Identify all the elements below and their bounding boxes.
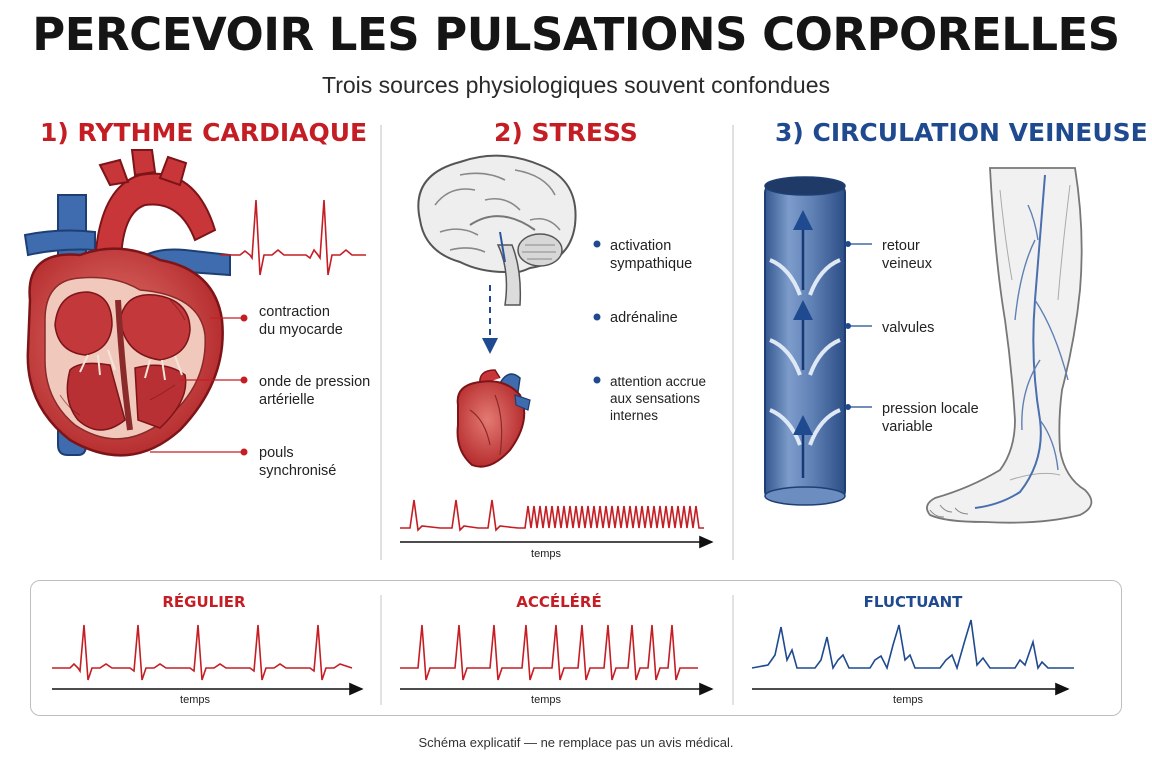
- leader-dot: [240, 314, 248, 322]
- band-axis-label: temps: [180, 694, 210, 706]
- page-subtitle: Trois sources physiologiques souvent con…: [322, 72, 830, 98]
- section-heading-venous: 3) CIRCULATION VEINEUSE: [775, 118, 1148, 147]
- leg-icon: [926, 167, 1093, 524]
- leader-dot: [845, 404, 851, 410]
- band-label-fluctuant: FLUCTUANT: [863, 593, 963, 611]
- fluctuant-trace: [751, 619, 1074, 671]
- accelerated-trace: [400, 624, 698, 681]
- heart-anatomy-icon: [23, 149, 231, 457]
- small-heart-icon: [456, 369, 531, 468]
- ecg-trace-heart: [220, 199, 366, 276]
- page-title: PERCEVOIR LES PULSATIONS CORPORELLES: [32, 8, 1120, 61]
- brain-icon: [417, 154, 577, 306]
- label-adrenaline: adrénaline: [610, 310, 678, 326]
- band-label-regular: RÉGULIER: [162, 593, 246, 611]
- bullet-dot: [593, 313, 601, 321]
- section-heading-stress: 2) STRESS: [494, 118, 638, 147]
- label-valves: valvules: [882, 320, 935, 336]
- axis-label-time: temps: [531, 548, 561, 560]
- band-axis-label: temps: [893, 694, 923, 706]
- comparison-band: [30, 580, 1122, 716]
- leader-dot: [845, 323, 851, 329]
- disclaimer: Schéma explicatif — ne remplace pas un a…: [418, 735, 734, 750]
- leader-dot: [240, 376, 248, 384]
- leader-dot: [845, 241, 851, 247]
- stress-trace: [400, 499, 704, 532]
- regular-trace: [52, 624, 353, 681]
- band-label-accelerated: ACCÉLÉRÉ: [516, 593, 602, 611]
- section-heading-heart-rate: 1) RYTHME CARDIAQUE: [40, 118, 368, 147]
- band-axis-label: temps: [531, 694, 561, 706]
- vein-icon: [764, 176, 846, 506]
- bullet-dot: [593, 240, 601, 248]
- leader-dot: [240, 448, 248, 456]
- bullet-dot: [593, 376, 601, 384]
